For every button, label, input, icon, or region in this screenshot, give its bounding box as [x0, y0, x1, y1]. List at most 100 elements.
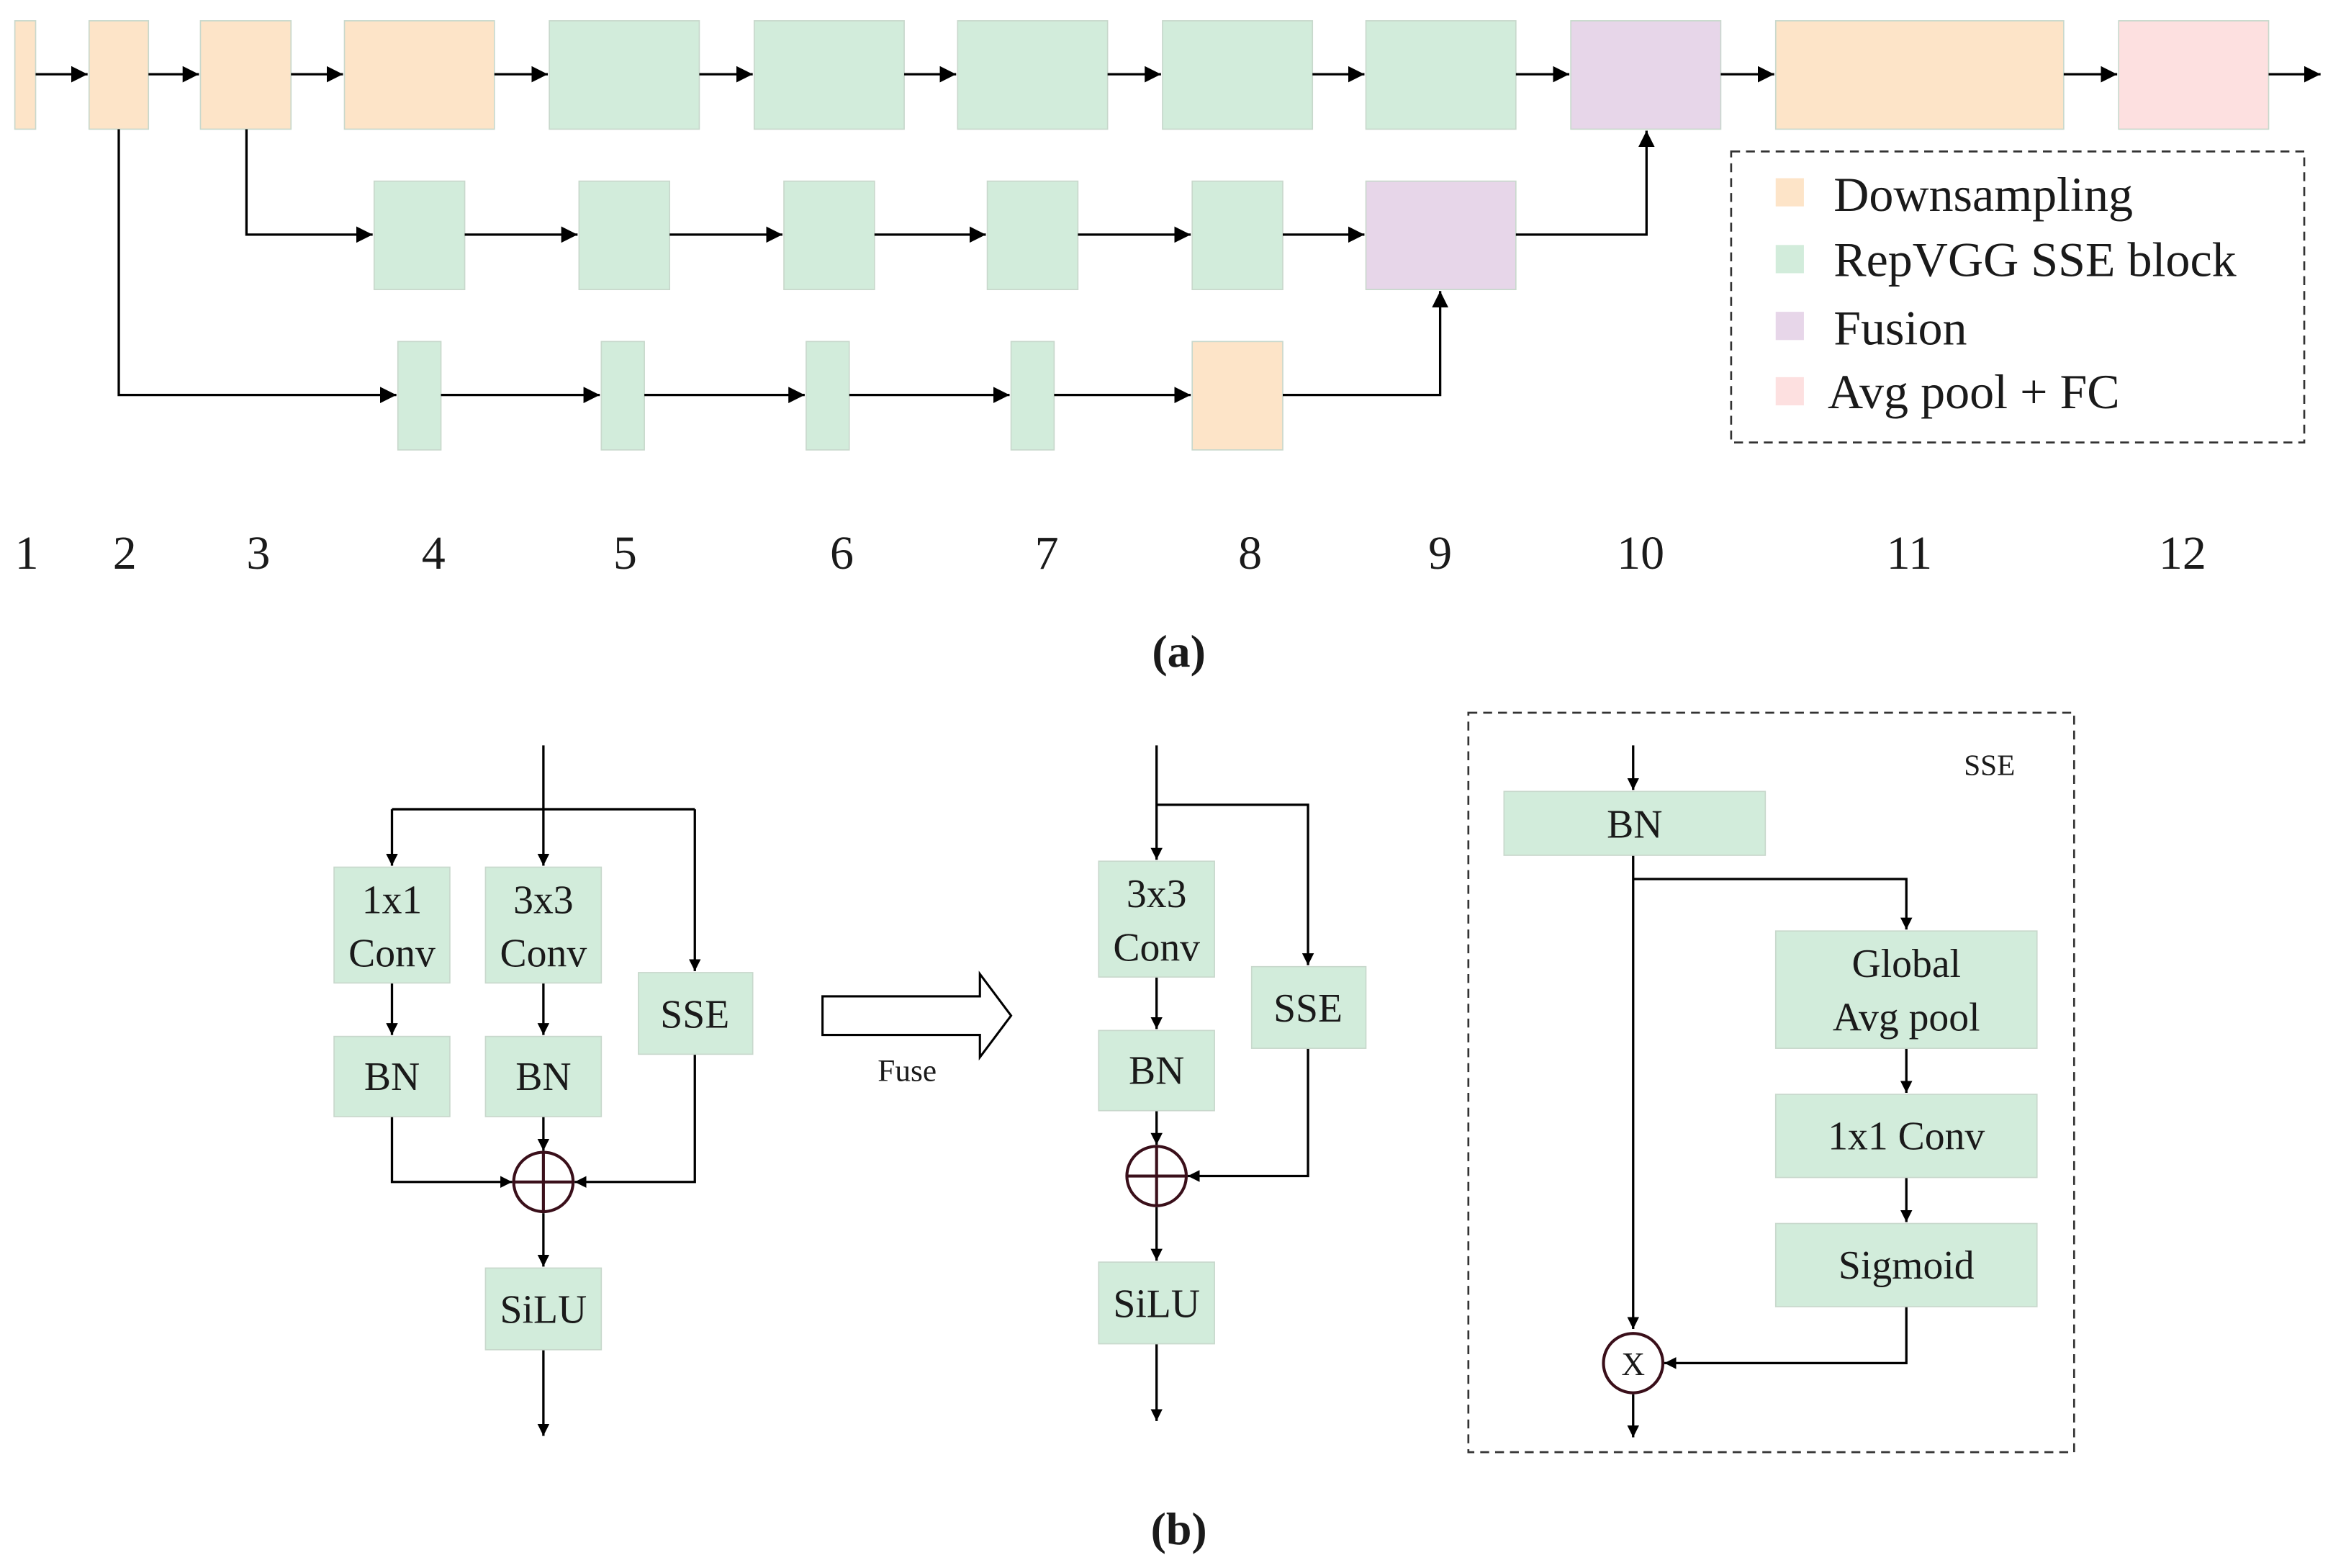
- fused-bn-box: [1098, 1029, 1215, 1112]
- legend-label-downsampling: Downsampling: [1833, 167, 2133, 222]
- conv1x1-label-1: 1x1: [362, 878, 423, 922]
- silu-label: SiLU: [500, 1288, 587, 1333]
- bn-box-1x1: [333, 1035, 451, 1117]
- middle-branch-row: [373, 180, 1517, 291]
- stage-number: 11: [1887, 527, 1933, 580]
- middle-branch-arrows: [245, 129, 1655, 243]
- arrow: [245, 129, 373, 243]
- branch-block-7: [986, 180, 1079, 291]
- legend-swatch-avgpool-fc: [1775, 377, 1804, 406]
- hollow-arrow-icon: [821, 970, 1013, 1061]
- legend-label-avgpool-fc: Avg pool + FC: [1828, 364, 2120, 419]
- stage-number: 7: [1035, 527, 1059, 580]
- panel-b: 1x1 Conv 3x3 Conv SSE BN BN SiLU Fuse: [333, 711, 2075, 1554]
- arrow: [390, 1117, 513, 1188]
- stage-number: 2: [113, 527, 137, 580]
- sse-label: SSE: [660, 992, 729, 1037]
- thin-block-5: [600, 341, 645, 451]
- sse-conv-box: [1774, 1094, 2038, 1179]
- panel-a-caption: (a): [1152, 626, 1206, 677]
- thin-block-4: [397, 341, 442, 451]
- stage-number: 8: [1238, 527, 1262, 580]
- bn-label-3x3: BN: [515, 1055, 571, 1099]
- legend-box: [1730, 150, 2306, 443]
- legend-swatch-repvgg-sse: [1775, 245, 1804, 274]
- avgpool-fc-block: [2118, 20, 2270, 130]
- thin-block-7: [1010, 341, 1055, 451]
- fusion-block-branch: [1365, 180, 1517, 291]
- sigmoid-box: [1774, 1222, 2038, 1307]
- stage-block-1: [14, 20, 37, 130]
- arrow: [1515, 130, 1655, 236]
- conv3x3-label-2: Conv: [500, 932, 587, 976]
- fuse-arrow: Fuse: [821, 970, 1013, 1089]
- stage-block-5: [549, 20, 700, 130]
- branch-block-4: [373, 180, 466, 291]
- arrow: [1283, 291, 1448, 397]
- panel-b-caption: (b): [1151, 1503, 1207, 1554]
- fused-silu-label: SiLU: [1113, 1281, 1200, 1326]
- fused-conv3x3-box: [1098, 860, 1215, 978]
- global-avgpool-label-2: Avg pool: [1833, 995, 1980, 1040]
- stage-number: 5: [613, 527, 637, 580]
- add-operator: [1125, 1145, 1188, 1207]
- stage-number: 4: [422, 527, 446, 580]
- arrow: [117, 129, 397, 403]
- thin-block-6: [806, 341, 850, 451]
- sse-bn-label: BN: [1607, 802, 1662, 847]
- arrow: [1633, 878, 1913, 930]
- stage-block-9: [1365, 20, 1517, 130]
- stage-number: 10: [1617, 527, 1664, 580]
- main-stage-row: [14, 20, 2270, 130]
- branch-block-5: [578, 180, 671, 291]
- fused-block: 3x3 Conv SSE BN SiLU: [1098, 745, 1367, 1421]
- stage-number: 3: [246, 527, 270, 580]
- bottom-branch-arrows: [117, 129, 1448, 403]
- global-avgpool-box: [1774, 930, 2038, 1049]
- stage-block-3: [199, 20, 292, 130]
- arrow: [1664, 1307, 1908, 1369]
- silu-box: [484, 1267, 603, 1351]
- sigmoid-label: Sigmoid: [1839, 1243, 1975, 1288]
- bottom-branch-row: [397, 341, 1283, 451]
- fused-conv3x3-label-2: Conv: [1113, 925, 1200, 970]
- stage-number: 9: [1428, 527, 1452, 580]
- fused-sse-label: SSE: [1273, 986, 1343, 1031]
- add-operator: [512, 1150, 575, 1214]
- sse-module-title: SSE: [1964, 749, 2015, 782]
- stage-block-6: [753, 20, 905, 130]
- stage-number: 6: [830, 527, 854, 580]
- arrow: [574, 1054, 696, 1188]
- stage-block-11: [1774, 20, 2065, 130]
- conv3x3-box: [484, 866, 603, 984]
- conv1x1-box: [333, 866, 451, 984]
- sse-bn-box: [1503, 790, 1767, 856]
- stage-block-8: [1162, 20, 1314, 130]
- sse-box: [638, 972, 754, 1055]
- global-avgpool-label-1: Global: [1851, 942, 1961, 986]
- stage-block-7: [957, 20, 1109, 130]
- legend-swatch-fusion: [1775, 312, 1804, 341]
- sse-conv-label: 1x1 Conv: [1828, 1114, 1985, 1158]
- branch-block-8: [1191, 180, 1283, 291]
- downsample-block-8: [1191, 341, 1283, 451]
- legend-swatch-downsampling: [1775, 178, 1804, 207]
- conv1x1-label-2: Conv: [348, 932, 436, 976]
- stage-number: 1: [15, 527, 39, 580]
- fused-silu-box: [1098, 1261, 1215, 1345]
- multiply-label: X: [1621, 1346, 1645, 1382]
- conv3x3-label-1: 3x3: [513, 878, 574, 922]
- legend-label-repvgg-sse: RepVGG SSE block: [1833, 233, 2237, 287]
- training-block: 1x1 Conv 3x3 Conv SSE BN BN SiLU: [333, 745, 754, 1436]
- fusion-block-main: [1570, 20, 1722, 130]
- legend: Downsampling RepVGG SSE block Fusion Avg…: [1730, 150, 2306, 443]
- fuse-label: Fuse: [877, 1054, 937, 1089]
- bn-box-3x3: [484, 1035, 603, 1117]
- stage-block-4: [343, 20, 495, 130]
- sse-module: SSE BN Global Avg pool 1x1 Conv Sigmoid …: [1467, 711, 2075, 1454]
- legend-label-fusion: Fusion: [1833, 301, 1967, 356]
- branch-block-6: [783, 180, 875, 291]
- fused-conv3x3-label-1: 3x3: [1127, 872, 1187, 916]
